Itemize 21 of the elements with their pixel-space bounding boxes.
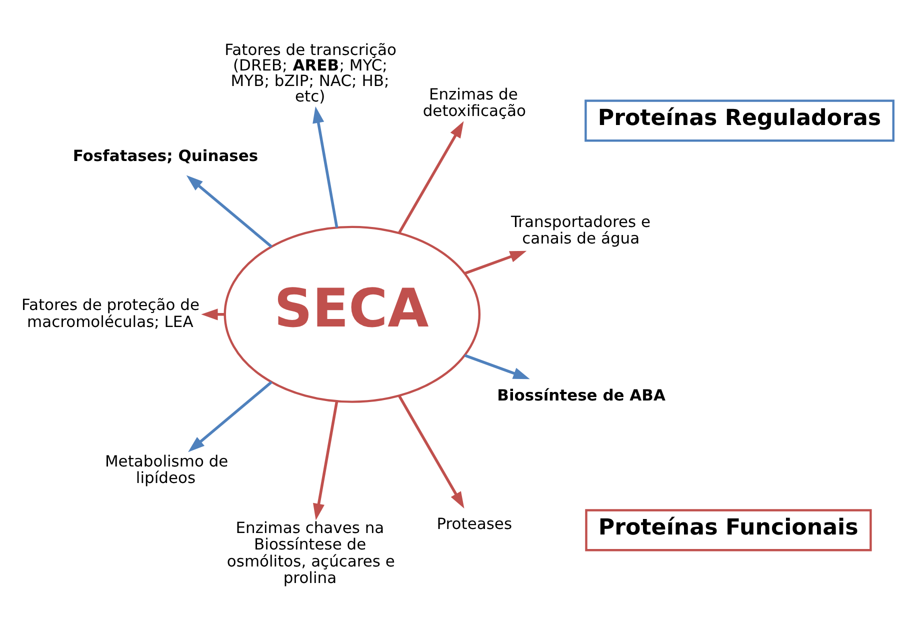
arrow — [201, 308, 225, 320]
node-text: Fatores de proteção de macromoléculas; LEA — [21, 296, 200, 331]
arrow — [188, 381, 272, 452]
arrow — [398, 121, 464, 234]
arrow — [398, 395, 464, 508]
node-text: Biossíntese de ABA — [497, 386, 666, 405]
arrow — [313, 400, 338, 520]
arrow — [312, 106, 338, 228]
node-ellipse: SECA — [224, 226, 481, 403]
node-text: Fosfatases; Quinases — [72, 147, 258, 166]
node-box: Proteínas Reguladoras — [584, 100, 894, 142]
node-box: Proteínas Funcionais — [585, 509, 872, 552]
arrow — [464, 250, 527, 275]
node-text: Metabolismo de lipídeos — [104, 452, 228, 488]
arrow — [464, 354, 530, 380]
node-text: Transportadores e canais de água — [511, 212, 651, 248]
arrow — [186, 175, 272, 248]
node-text: Fatores de transcrição (DREB; AREB; MYC; MYB; bZIP; NAC; HB; etc) — [224, 41, 397, 106]
node-text: Proteases — [436, 515, 512, 534]
node-text: Enzimas de detoxificação — [422, 86, 526, 120]
node-text: Enzimas chaves na Biossíntese de osmólitos, açúcares e prolina — [226, 519, 395, 587]
